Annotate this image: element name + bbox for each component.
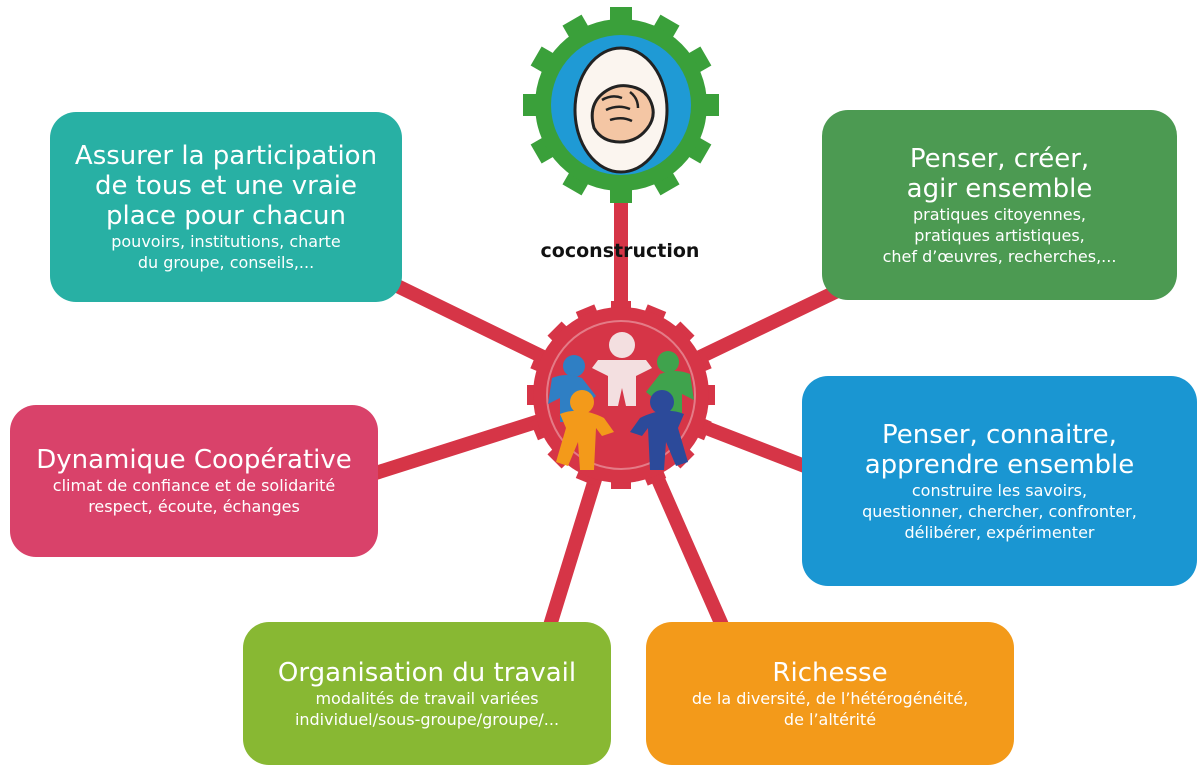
- gear-tooth: [653, 14, 680, 38]
- card-penser-creer: Penser, créer, agir ensemble pratiques c…: [822, 110, 1177, 300]
- hub-tooth: [674, 321, 695, 342]
- gear-tooth: [562, 172, 589, 196]
- hub-gear: [527, 301, 715, 489]
- coconstruction-gear: [523, 7, 719, 203]
- hub-tooth: [707, 385, 715, 405]
- hub-tooth: [696, 418, 712, 441]
- card-subtitle: pratiques citoyennes, pratiques artistiq…: [882, 204, 1117, 266]
- gear-tooth: [705, 94, 719, 116]
- hub-tooth: [530, 418, 546, 441]
- gear-tooth: [610, 7, 632, 21]
- gear-tooth: [530, 137, 554, 164]
- gear-tooth: [523, 94, 537, 116]
- hub-tooth: [575, 304, 598, 320]
- card-dynamique: Dynamique Coopérative climat de confianc…: [10, 405, 378, 557]
- hub-tooth: [547, 321, 568, 342]
- card-title: Dynamique Coopérative: [36, 445, 352, 475]
- gear-tooth: [688, 137, 712, 164]
- card-title: Organisation du travail: [277, 657, 577, 688]
- gear-tooth: [610, 189, 632, 203]
- hub-inner-ring: [546, 320, 696, 470]
- card-subtitle: construire les savoirs, questionner, che…: [862, 480, 1137, 542]
- card-subtitle: de la diversité, de l’hétérogénéité, de …: [691, 688, 969, 729]
- hub-tooth: [611, 301, 631, 309]
- card-title: Penser, connaitre, apprendre ensemble: [864, 419, 1135, 480]
- coconstruction-label: coconstruction: [540, 240, 700, 262]
- card-participation: Assurer la participation de tous et une …: [50, 112, 402, 302]
- hub-tooth: [575, 470, 598, 486]
- card-title: Assurer la participation de tous et une …: [74, 141, 378, 231]
- card-subtitle: modalités de travail variées individuel/…: [294, 688, 560, 729]
- handshake-icon: [573, 46, 669, 174]
- hub-tooth: [611, 481, 631, 489]
- card-organisation: Organisation du travail modalités de tra…: [243, 622, 611, 765]
- card-penser-connaitre: Penser, connaitre, apprendre ensemble co…: [802, 376, 1197, 586]
- gear-tooth: [530, 46, 554, 73]
- gear-tooth: [562, 14, 589, 38]
- hub-tooth: [644, 304, 667, 320]
- card-subtitle: climat de confiance et de solidarité res…: [52, 476, 336, 516]
- gear-tooth: [688, 46, 712, 73]
- hub-tooth: [530, 349, 546, 372]
- gear-tooth: [653, 172, 680, 196]
- hub-tooth: [644, 470, 667, 486]
- hub-tooth: [527, 385, 535, 405]
- card-richesse: Richesse de la diversité, de l’hétérogén…: [646, 622, 1014, 765]
- people-circle-icon: [548, 332, 694, 470]
- card-subtitle: pouvoirs, institutions, charte du groupe…: [111, 232, 341, 272]
- card-title: Penser, créer, agir ensemble: [906, 143, 1093, 204]
- gear-teeth: [523, 7, 719, 203]
- hub-tooth: [696, 349, 712, 372]
- card-title: Richesse: [772, 657, 888, 688]
